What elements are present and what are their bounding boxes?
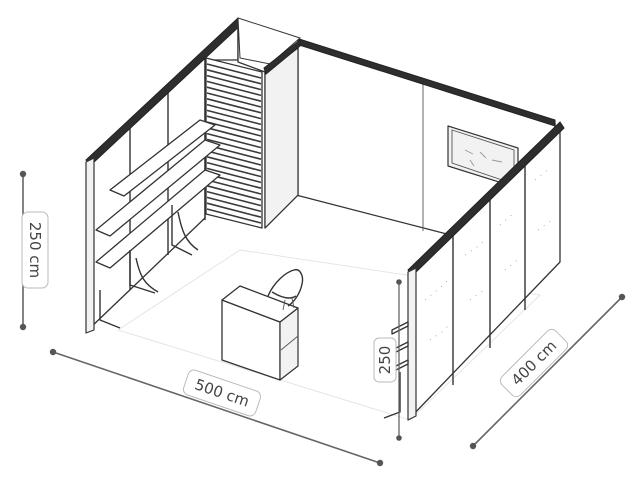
slat [206,115,262,131]
slat [206,150,262,166]
slat [206,208,262,224]
counter [221,285,299,381]
slat [206,74,262,91]
left-shelves [95,119,221,329]
slat [206,121,262,137]
slat [206,86,262,102]
slatwall-column [205,17,301,229]
slat [206,161,262,178]
slat [206,185,262,201]
inner-height-label: 250 [376,346,394,375]
slat [206,80,262,97]
slat [206,63,262,79]
slat [206,69,262,85]
slat [206,179,262,195]
slat [206,196,262,213]
chair [267,269,304,311]
slat [206,202,262,218]
slat [206,98,262,114]
floor [116,249,541,421]
slat [206,109,262,126]
slat [206,167,262,184]
slat [206,127,262,143]
slat [206,138,262,155]
slat [206,103,262,120]
slat [206,190,262,207]
right-wall [407,121,565,421]
height-dimension: 250 cm [19,170,49,331]
slat [206,92,262,108]
slat [206,156,262,172]
slat-lines [206,63,262,224]
inner-height-dimension: 250 [373,279,402,441]
slat [206,132,262,149]
width-dimension: 500 cm [49,348,384,467]
height-label: 250 cm [26,222,44,278]
